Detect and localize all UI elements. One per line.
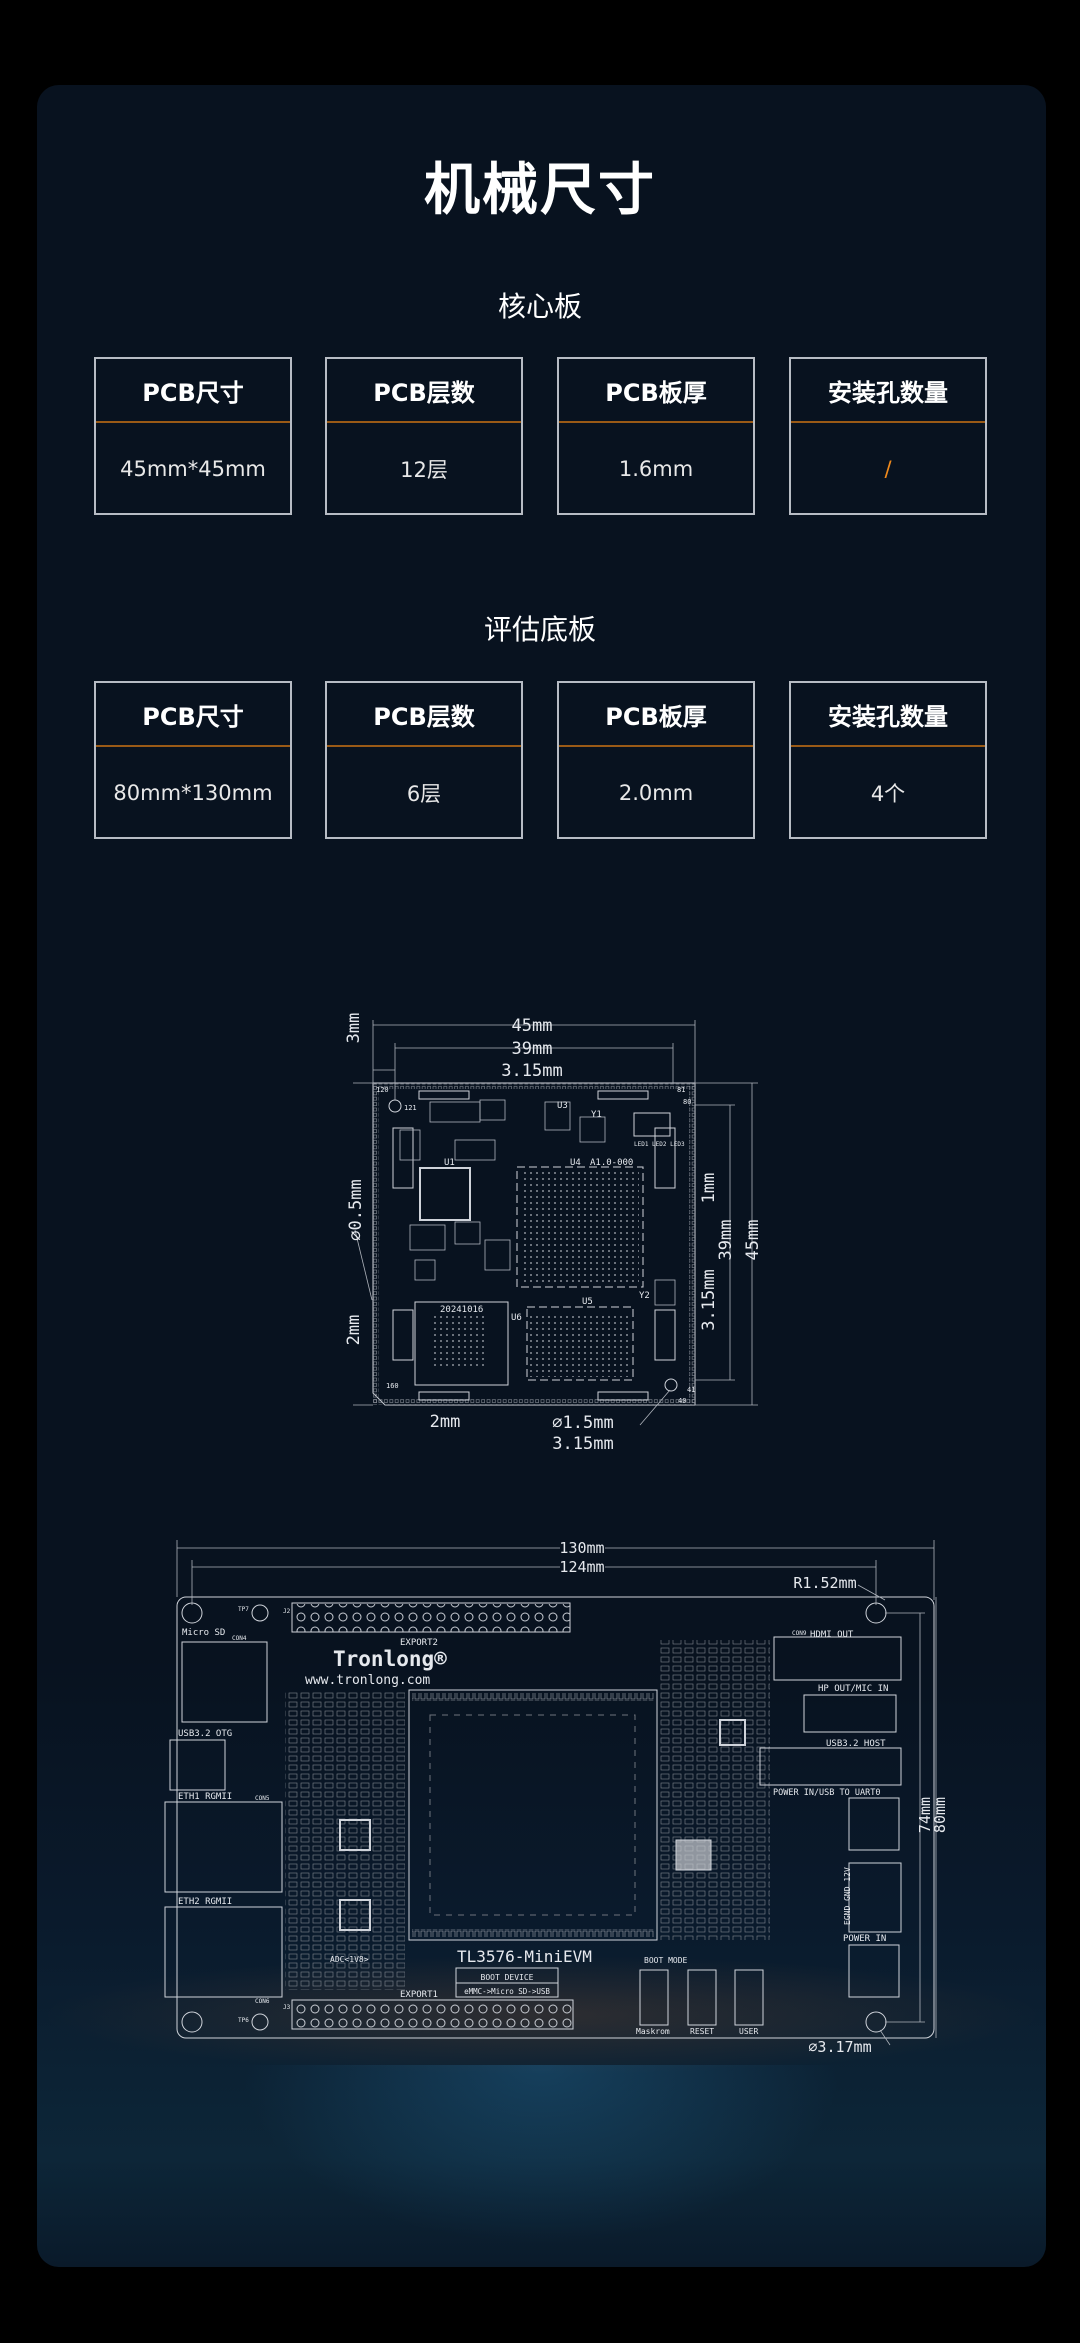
svg-text:ETH1 RGMII: ETH1 RGMII (178, 1792, 232, 1802)
svg-text:eMMC->Micro SD->USB: eMMC->Micro SD->USB (464, 1987, 550, 1996)
svg-text:124mm: 124mm (559, 1558, 604, 1576)
svg-text:www.tronlong.com: www.tronlong.com (305, 1673, 430, 1688)
svg-text:ETH2 RGMII: ETH2 RGMII (178, 1897, 232, 1907)
power-terminal (848, 1862, 902, 1933)
svg-text:J3: J3 (283, 2004, 291, 2011)
svg-text:120: 120 (376, 1086, 389, 1094)
background-floor (238, 2065, 845, 2245)
svg-text:U5: U5 (582, 1297, 593, 1307)
svg-text:U6: U6 (511, 1313, 522, 1323)
svg-text:USER: USER (739, 2027, 758, 2036)
svg-text:HP OUT/MIC IN: HP OUT/MIC IN (818, 1684, 888, 1694)
power-in-port (848, 1944, 900, 1998)
svg-text:Y2: Y2 (639, 1291, 650, 1301)
svg-text:USB3.2 HOST: USB3.2 HOST (826, 1739, 886, 1749)
svg-text:2mm: 2mm (344, 1315, 364, 1346)
svg-text:Tronlong®: Tronlong® (333, 1647, 447, 1671)
microsd-slot (181, 1641, 268, 1723)
svg-text:U1: U1 (444, 1158, 455, 1168)
mount-hole (181, 2011, 203, 2033)
chip-u1 (419, 1167, 471, 1221)
chip-u4 (516, 1166, 644, 1288)
svg-text:39mm: 39mm (512, 1039, 553, 1059)
svg-text:3mm: 3mm (344, 1013, 364, 1044)
svg-text:R1.52mm: R1.52mm (793, 1574, 856, 1592)
svg-text:∅0.5mm: ∅0.5mm (346, 1179, 366, 1240)
mount-hole (865, 1602, 887, 1624)
svg-text:3.15mm: 3.15mm (699, 1269, 719, 1330)
hdmi-port (773, 1636, 902, 1681)
svg-text:121: 121 (404, 1104, 417, 1112)
uart-port (848, 1797, 900, 1851)
svg-text:RESET: RESET (690, 2027, 714, 2036)
svg-text:160: 160 (386, 1382, 399, 1390)
svg-text:U4: U4 (570, 1158, 581, 1168)
svg-text:POWER IN/USB TO UART0: POWER IN/USB TO UART0 (773, 1788, 880, 1798)
svg-text:3.15mm: 3.15mm (552, 1434, 613, 1454)
svg-text:2mm: 2mm (430, 1412, 461, 1432)
svg-text:CON9: CON9 (792, 1630, 807, 1637)
svg-text:ADC<1V8>: ADC<1V8> (330, 1955, 369, 1964)
svg-text:U3: U3 (557, 1101, 568, 1111)
usb-host-port (759, 1747, 902, 1786)
svg-text:EGND GND 12V: EGND GND 12V (843, 1867, 852, 1925)
svg-text:∅1.5mm: ∅1.5mm (552, 1413, 613, 1433)
chip-u6 (414, 1301, 509, 1386)
usb-otg-port (169, 1739, 226, 1791)
svg-text:CON4: CON4 (232, 1635, 247, 1642)
svg-text:LED1 LED2 LED3: LED1 LED2 LED3 (634, 1141, 685, 1148)
svg-text:39mm: 39mm (716, 1220, 736, 1261)
svg-text:Micro SD: Micro SD (182, 1628, 225, 1638)
eval-board-heading: 评估底板 (483, 613, 596, 646)
svg-text:USB3.2 OTG: USB3.2 OTG (178, 1729, 232, 1739)
svg-text:EXPORT2: EXPORT2 (400, 1638, 438, 1648)
svg-text:TP7: TP7 (238, 1606, 249, 1613)
svg-text:40: 40 (678, 1397, 686, 1405)
page-title: 机械尺寸 (424, 158, 656, 223)
svg-text:HDMI OUT: HDMI OUT (810, 1630, 854, 1640)
svg-text:81: 81 (677, 1086, 685, 1094)
svg-text:A1.0-000: A1.0-000 (590, 1158, 633, 1168)
eval-board-outline (176, 1596, 935, 2039)
svg-text:TL3576-MiniEVM: TL3576-MiniEVM (457, 1947, 592, 1966)
core-board-heading: 核心板 (497, 290, 582, 323)
svg-text:CON6: CON6 (255, 1998, 270, 2005)
svg-text:TP6: TP6 (238, 2017, 249, 2024)
svg-text:EXPORT1: EXPORT1 (400, 1990, 438, 2000)
svg-text:BOOT DEVICE: BOOT DEVICE (481, 1973, 534, 1982)
audio-jack (803, 1694, 897, 1733)
svg-text:BOOT MODE: BOOT MODE (644, 1956, 688, 1965)
som-connector (408, 1689, 658, 1941)
svg-text:Y1: Y1 (591, 1110, 602, 1120)
svg-text:20241016: 20241016 (440, 1305, 483, 1315)
mount-hole (181, 1602, 203, 1624)
svg-text:80mm: 80mm (931, 1797, 949, 1833)
core-spec-cell: 安装孔数量/ (789, 357, 987, 515)
svg-text:45mm: 45mm (743, 1220, 763, 1261)
svg-text:3.15mm: 3.15mm (501, 1061, 562, 1081)
svg-text:74mm: 74mm (916, 1797, 934, 1833)
svg-text:Maskrom: Maskrom (636, 2027, 670, 2036)
svg-text:1mm: 1mm (699, 1173, 719, 1204)
svg-text:41: 41 (687, 1386, 695, 1394)
eth2-jack (164, 1906, 283, 1998)
svg-text:130mm: 130mm (559, 1539, 604, 1557)
svg-text:80: 80 (683, 1098, 691, 1106)
mount-hole (865, 2011, 887, 2033)
chip-u5 (526, 1306, 634, 1381)
svg-text:POWER IN: POWER IN (843, 1934, 886, 1944)
svg-text:J2: J2 (283, 1608, 291, 1615)
svg-text:∅3.17mm: ∅3.17mm (808, 2038, 871, 2056)
svg-text:CON5: CON5 (255, 1795, 270, 1802)
eth1-jack (164, 1801, 283, 1893)
svg-text:45mm: 45mm (512, 1016, 553, 1036)
